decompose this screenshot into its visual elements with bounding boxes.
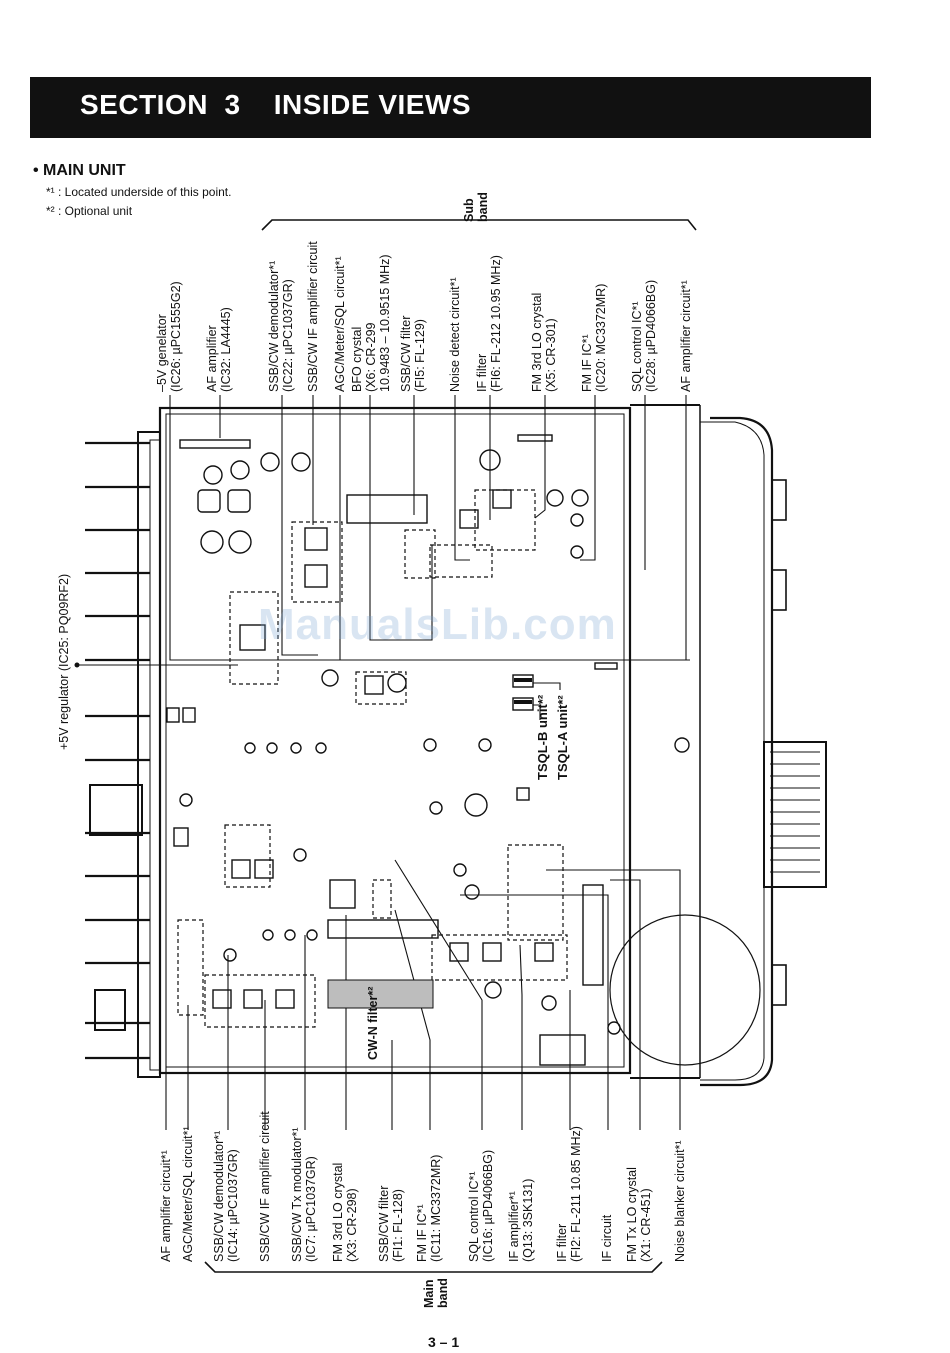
cw-n-filter-label: CW-N filter*²: [366, 986, 380, 1060]
top-label-sql-control-ic: SQL control IC*¹(IC28: µPD4066BG): [630, 279, 658, 392]
regulator-label: +5V regulator (IC25: PQ09RF2): [57, 573, 71, 750]
top-label-fm-3rd-lo-crystal: FM 3rd LO crystal(X5: CR-301): [530, 292, 558, 392]
unit-title: • MAIN UNIT: [33, 162, 126, 179]
bottom-label-ssb-cw-if-amplifier: SSB/CW IF amplifier circuit: [258, 1111, 272, 1262]
knob-upper: [771, 479, 787, 521]
top-label-ssb-cw-filter: SSB/CW filter(FI5: FL-129): [399, 315, 427, 392]
top-label-af-amplifier: AF amplifier(IC32: LA4445): [205, 307, 233, 392]
tsql-b-label: TSQL-B unit*²: [535, 694, 550, 780]
top-label-neg5v-generator: –5V genelator(IC26: µPC1555G2): [155, 281, 183, 392]
page-number: 3 – 1: [428, 1334, 460, 1350]
bottom-label-if-amplifier: IF amplifier*¹(Q13: 3SK131): [507, 1178, 535, 1262]
speaker: [609, 914, 761, 1066]
main-dial: [763, 741, 827, 888]
antenna-connector: [89, 784, 143, 836]
note-underside: *¹ : Located underside of this point.: [46, 185, 232, 199]
bottom-label-fm-if-ic: FM IF IC*¹(IC11: MC3372MR): [415, 1154, 443, 1262]
top-label-ssb-cw-demodulator: SSB/CW demodulator*¹(IC22: µPC1037GR): [267, 260, 295, 392]
bottom-label-ssb-cw-tx-modulator: SSB/CW Tx modulator*¹(IC7: µPC1037GR): [290, 1127, 318, 1262]
top-label-agc-meter-sql: AGC/Meter/SQL circuit*¹: [333, 256, 347, 392]
top-label-ssb-cw-if-amplifier: SSB/CW IF amplifier circuit: [306, 241, 320, 392]
bottom-label-af-amplifier-circuit: AF amplifier circuit*¹: [159, 1150, 173, 1262]
watermark: ManualsLib.com: [258, 600, 617, 649]
pcb-outline: [158, 406, 632, 1075]
front-panel: [700, 416, 774, 1087]
tsql-a-label: TSQL-A unit*²: [555, 695, 570, 780]
bottom-label-if-circuit: IF circuit: [600, 1214, 614, 1262]
bottom-label-agc-meter-sql: AGC/Meter/SQL circuit*¹: [181, 1126, 195, 1262]
bottom-label-if-filter: IF filter(FI2: FL-211 10.85 MHz): [555, 1126, 583, 1262]
knob-lower: [771, 964, 787, 1006]
main-band-bracket: [204, 1261, 663, 1273]
heatsink-fins: [85, 441, 150, 1060]
sub-band-bracket: [261, 219, 697, 231]
bottom-label-ssb-cw-filter: SSB/CW filter(FI1: FL-128): [377, 1185, 405, 1262]
bottom-label-noise-blanker: Noise blanker circuit*¹: [673, 1140, 687, 1262]
bottom-label-sql-control-ic: SQL control IC*¹(IC16: µPD4066BG): [467, 1149, 495, 1262]
section-header: SECTION 3 INSIDE VIEWS: [30, 77, 871, 138]
bottom-label-fm-3rd-lo-crystal: FM 3rd LO crystal(X3: CR-298): [331, 1162, 359, 1262]
top-label-af-amplifier-circuit: AF amplifier circuit*¹: [679, 280, 693, 392]
cw-n-filter-area: [327, 979, 434, 1009]
bottom-label-ssb-cw-demodulator: SSB/CW demodulator*¹(IC14: µPC1037GR): [212, 1130, 240, 1262]
knob-middle: [771, 569, 787, 611]
top-label-fm-if-ic: FM IF IC*¹(IC20: MC3372MR): [580, 283, 608, 392]
top-label-if-filter: IF filter(FI6: FL-212 10.95 MHz): [475, 255, 503, 392]
section-title: SECTION 3 INSIDE VIEWS: [80, 89, 472, 120]
note-optional: *² : Optional unit: [46, 204, 133, 218]
bottom-label-fm-tx-lo-crystal: FM Tx LO crystal(X1: CR-451): [625, 1167, 653, 1262]
top-label-noise-detect: Noise detect circuit*¹: [448, 277, 462, 392]
